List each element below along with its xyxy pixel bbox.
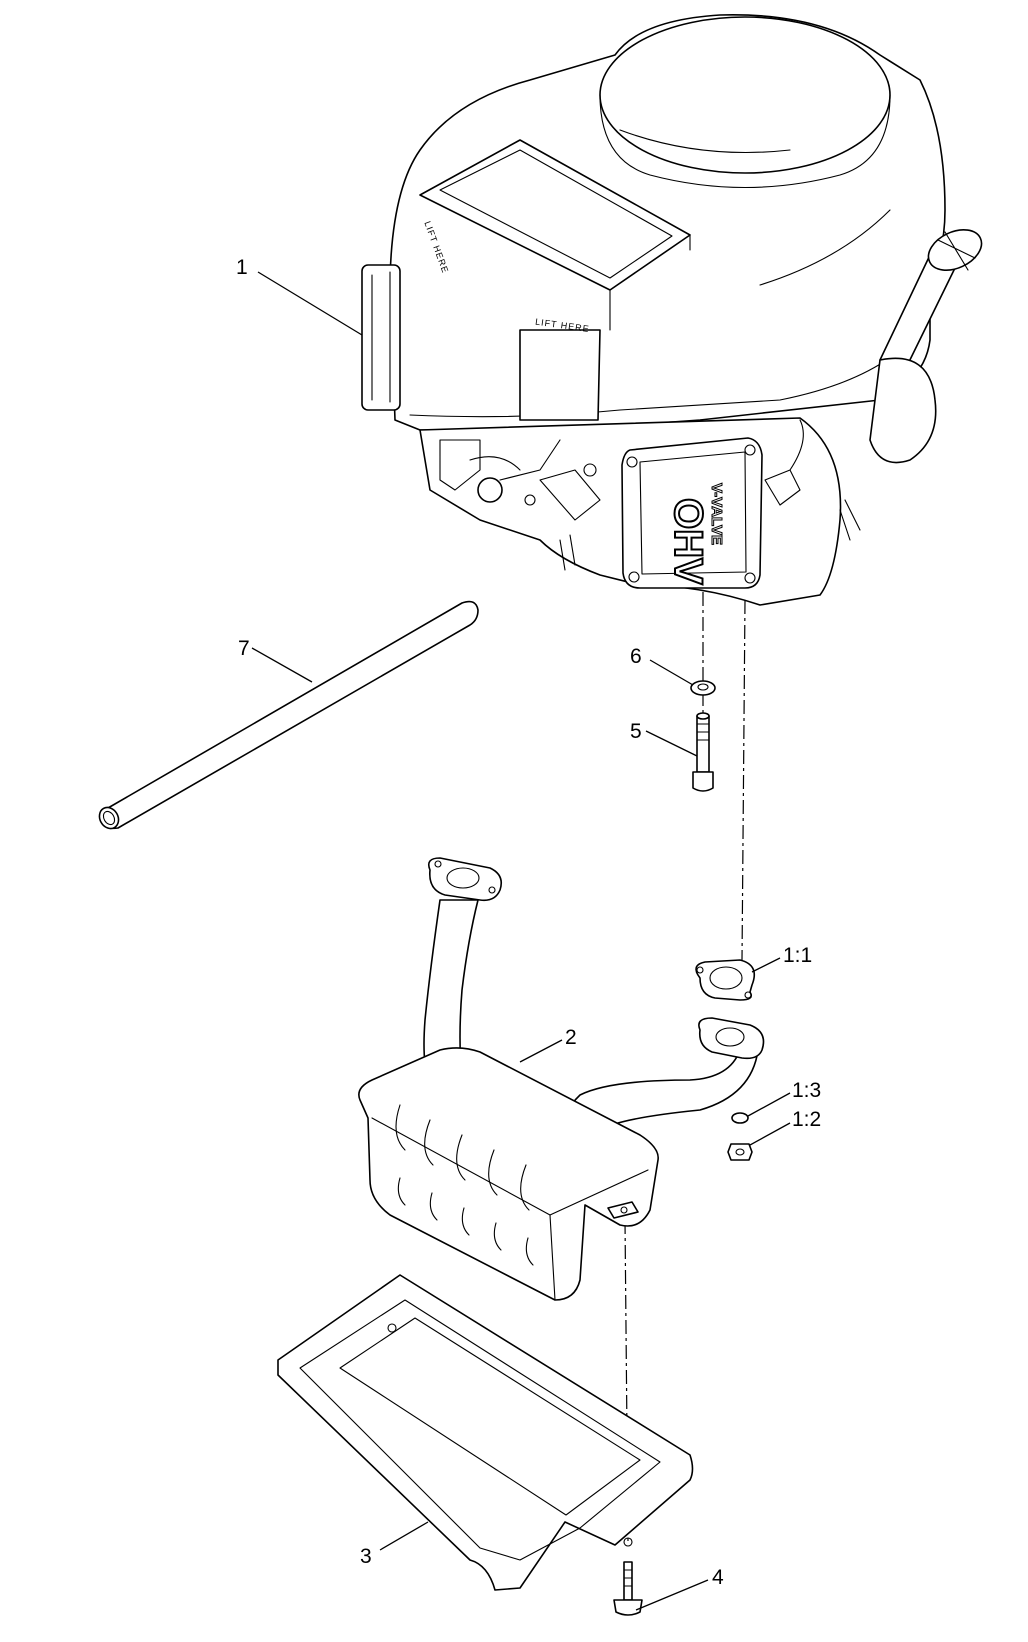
callout-1-1: 1:1: [783, 944, 812, 967]
heat-shield-part-3: [277, 1274, 694, 1591]
leader-3: [379, 1521, 429, 1551]
leader-6: [649, 659, 694, 686]
callout-2: 2: [565, 1026, 577, 1049]
bolt-part-5: [692, 712, 714, 792]
muffler-mount-tab: [607, 1201, 639, 1219]
callout-3: 3: [360, 1545, 372, 1568]
muffler-left-flange: [427, 857, 503, 902]
carburetor-bolt: [477, 477, 503, 503]
leader-4: [635, 1579, 709, 1611]
washer-part-6: [690, 680, 716, 696]
valve-cover: [621, 437, 763, 589]
muffler-right-flange: [698, 1017, 765, 1060]
leader-1: [257, 271, 363, 336]
lift-handle-front: [519, 329, 601, 421]
carburetor-linkage: [439, 439, 601, 521]
leader-2: [519, 1039, 563, 1063]
leader-1-3: [747, 1092, 791, 1117]
callout-1-3: 1:3: [792, 1079, 821, 1102]
tube-part-7: [98, 600, 479, 830]
callout-1-2: 1:2: [792, 1108, 821, 1131]
leader-5: [645, 730, 698, 757]
oil-fill-cap: [927, 229, 983, 271]
muffler-part-2: [358, 857, 765, 1301]
nut-part-1-2: [727, 1143, 753, 1161]
fuel-pump: [869, 357, 937, 464]
alignment-line-gasket: [741, 599, 746, 961]
leader-1-2: [749, 1122, 791, 1146]
gasket-part-1-1: [695, 959, 756, 1001]
leader-7: [251, 647, 313, 683]
lock-washer-part-1-3: [731, 1112, 749, 1124]
callout-1: 1: [236, 256, 248, 279]
callout-5: 5: [630, 720, 642, 743]
callout-4: 4: [712, 1566, 724, 1589]
flywheel-cover-top: [599, 16, 891, 174]
leader-1-1: [751, 957, 781, 973]
valve-cover-vvalve-text: V-VALVE: [708, 483, 725, 545]
screw-part-4: [613, 1561, 643, 1616]
callout-6: 6: [630, 645, 642, 668]
engine-side-plate: [361, 264, 401, 411]
valve-cover-ohv-text: OHV: [666, 498, 710, 585]
engine-assembly: LIFT HERE LIFT HERE OHV V-VALVE: [361, 14, 983, 606]
callout-7: 7: [238, 637, 250, 660]
muffler-body: [358, 1047, 659, 1301]
